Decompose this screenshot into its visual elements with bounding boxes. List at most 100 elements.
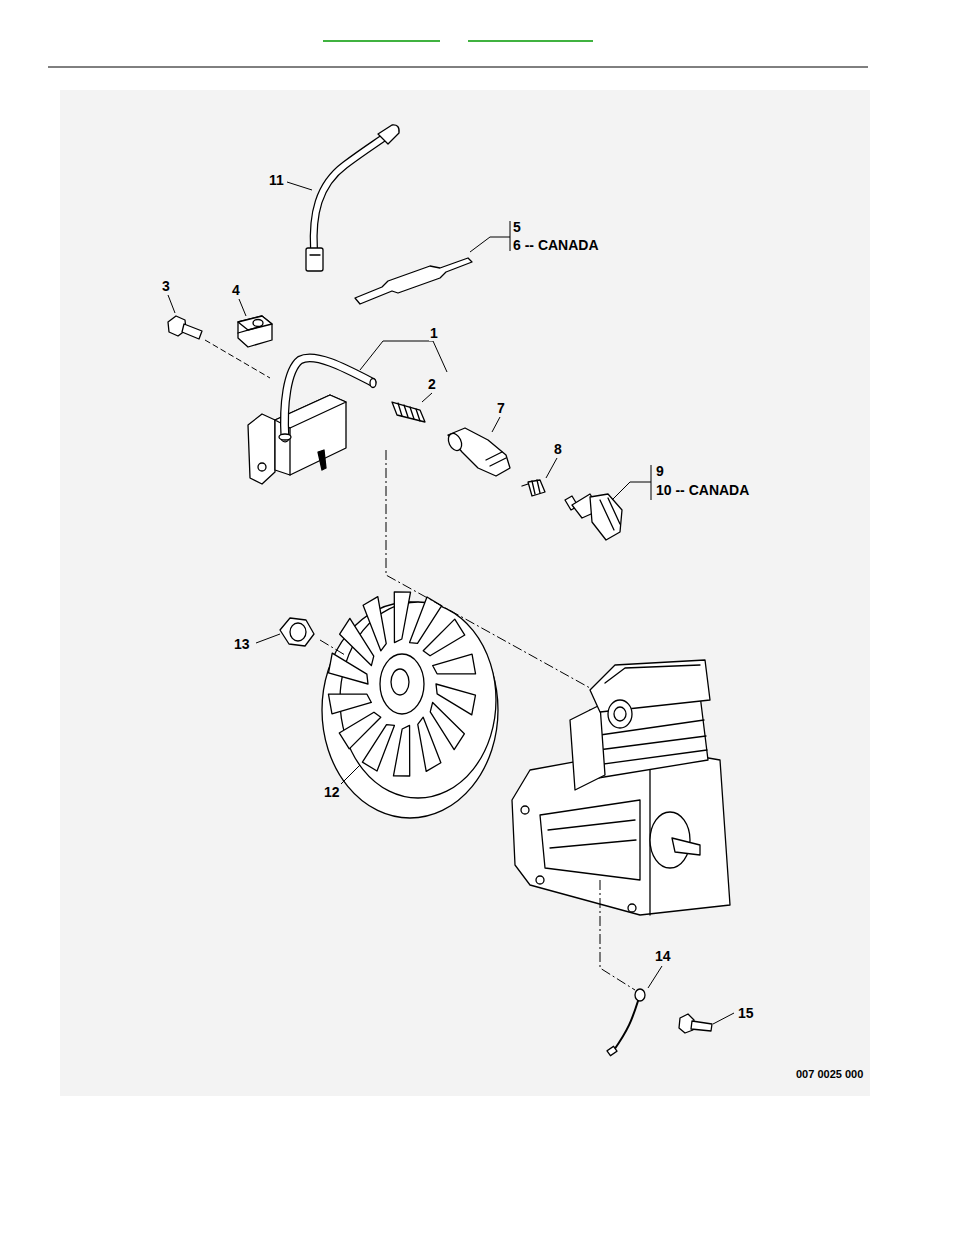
engine-block [521,806,529,814]
leader-lines [239,299,246,316]
spark-plug [600,500,614,530]
flywheel [328,592,475,776]
ignition-coil [318,450,326,470]
leader-lines [287,182,312,190]
grommet [238,316,272,347]
plug-wire [306,248,323,271]
drawing-number: 007 0025 000 [795,1068,864,1081]
bolt [182,324,202,339]
link-underline [468,40,593,42]
callout-number: 10 -- CANADA [655,482,750,498]
plug-wire [314,136,386,250]
flywheel-nut [280,618,314,646]
ignition-coil [248,414,275,484]
flywheel [380,654,424,714]
callout-number: 12 [323,784,341,800]
coil-spring [392,402,425,422]
leader-lines [713,1013,734,1024]
ground-bolt [679,1014,712,1033]
coil-spring [404,405,408,417]
flywheel-fin [436,684,475,715]
coil-spring [392,402,425,422]
ground-wire [614,1001,638,1050]
callout-number: 15 [737,1005,755,1021]
drawing-panel [60,90,870,1096]
flywheel-nut [290,623,306,641]
ground-wire [607,1046,617,1056]
grommet [238,326,262,333]
flywheel-fin [329,653,368,684]
engine-block [628,904,636,912]
engine-block [608,700,632,728]
coil-spring [416,409,420,421]
callout-number: 9 [655,463,665,479]
engine-block [614,707,626,721]
leader-lines [492,417,500,432]
leader-lines [320,640,345,655]
callout-number: 14 [654,948,672,964]
callout-number: 11 [268,172,285,188]
engine-block [540,800,640,880]
flywheel-fin [340,618,374,665]
header-rule [48,67,868,68]
leader-lines [205,340,270,378]
ground-wire [607,989,645,1056]
leader-lines [612,482,651,500]
engine-block [672,838,700,855]
plug-wire [306,125,399,271]
engine-block [605,665,700,683]
terminal-spring [537,480,540,493]
coil-spring [398,403,402,416]
ignition-coil [258,463,266,471]
callout-number: 4 [231,282,241,298]
leader-lines [360,341,447,372]
callout-number: 6 -- CANADA [512,237,600,253]
flywheel [322,592,498,818]
engine-block [548,820,636,848]
flywheel-fin [339,712,381,749]
link-underline [323,40,440,42]
flywheel-fin [393,725,409,776]
callout-number: 5 [512,219,522,235]
flywheel-fin [328,694,371,714]
callout-number: 7 [496,400,506,416]
insulator-gasket [355,258,472,304]
leader-lines [168,295,175,313]
bolt [168,316,202,339]
engine-block [596,720,707,765]
engine-block [650,812,690,868]
flywheel-fin [394,592,410,643]
terminal-spring [532,481,535,494]
ground-bolt [691,1021,712,1031]
parts-illustration [168,125,730,1056]
callout-number: 1 [429,325,439,341]
terminal-spring [522,484,528,486]
ignition-coil [279,434,291,440]
leader-lines [422,393,432,402]
leader-lines [546,458,557,478]
leader-lines [256,634,280,643]
callout-number: 2 [427,376,437,392]
leader-lines [168,182,734,1024]
spark-plug [590,494,622,540]
engine-block [536,876,544,884]
flywheel-fin [430,702,464,749]
engine-block [512,660,730,915]
plug-boot [446,428,510,476]
leader-lines [386,450,590,688]
spark-plug [608,498,620,524]
flywheel-fin [418,717,441,771]
flywheel-nut [280,618,314,646]
flywheel [391,669,409,695]
plug-wire [378,125,399,144]
leader-lines [510,221,511,251]
leader-lines [600,880,635,990]
flywheel-fin [423,619,465,656]
ground-wire [635,989,645,1001]
ignition-coil [285,358,372,438]
plug-wire [314,136,386,250]
plug-boot [446,431,464,452]
leader-lines [648,966,662,988]
